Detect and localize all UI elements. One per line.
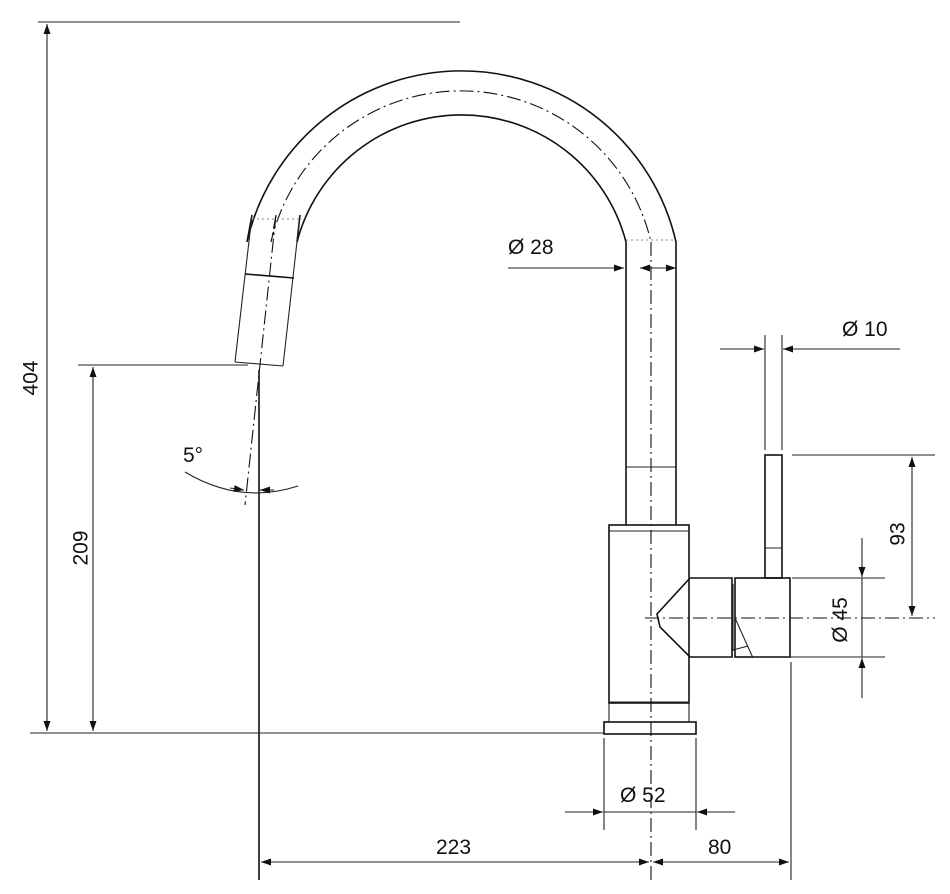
- dimension-lines: [30, 21, 935, 880]
- dimension-spout-angle: 5°: [183, 444, 204, 467]
- dimension-spout-height: 209: [69, 530, 93, 566]
- dimension-lever-offset: 80: [708, 836, 732, 859]
- dimension-lever-diameter: Ø 10: [842, 318, 888, 341]
- pull-out-spray-head: [234, 214, 301, 880]
- dimension-cartridge-diameter: Ø 45: [828, 597, 852, 643]
- dimension-reach: 223: [436, 836, 472, 859]
- dimension-tube-diameter: Ø 28: [508, 236, 554, 259]
- dimension-base-diameter: Ø 52: [620, 784, 666, 807]
- faucet-body: [603, 242, 697, 880]
- spout-gooseneck: [246, 70, 677, 525]
- dimension-lever-height: 93: [886, 522, 910, 546]
- dimension-total-height: 404: [19, 360, 43, 396]
